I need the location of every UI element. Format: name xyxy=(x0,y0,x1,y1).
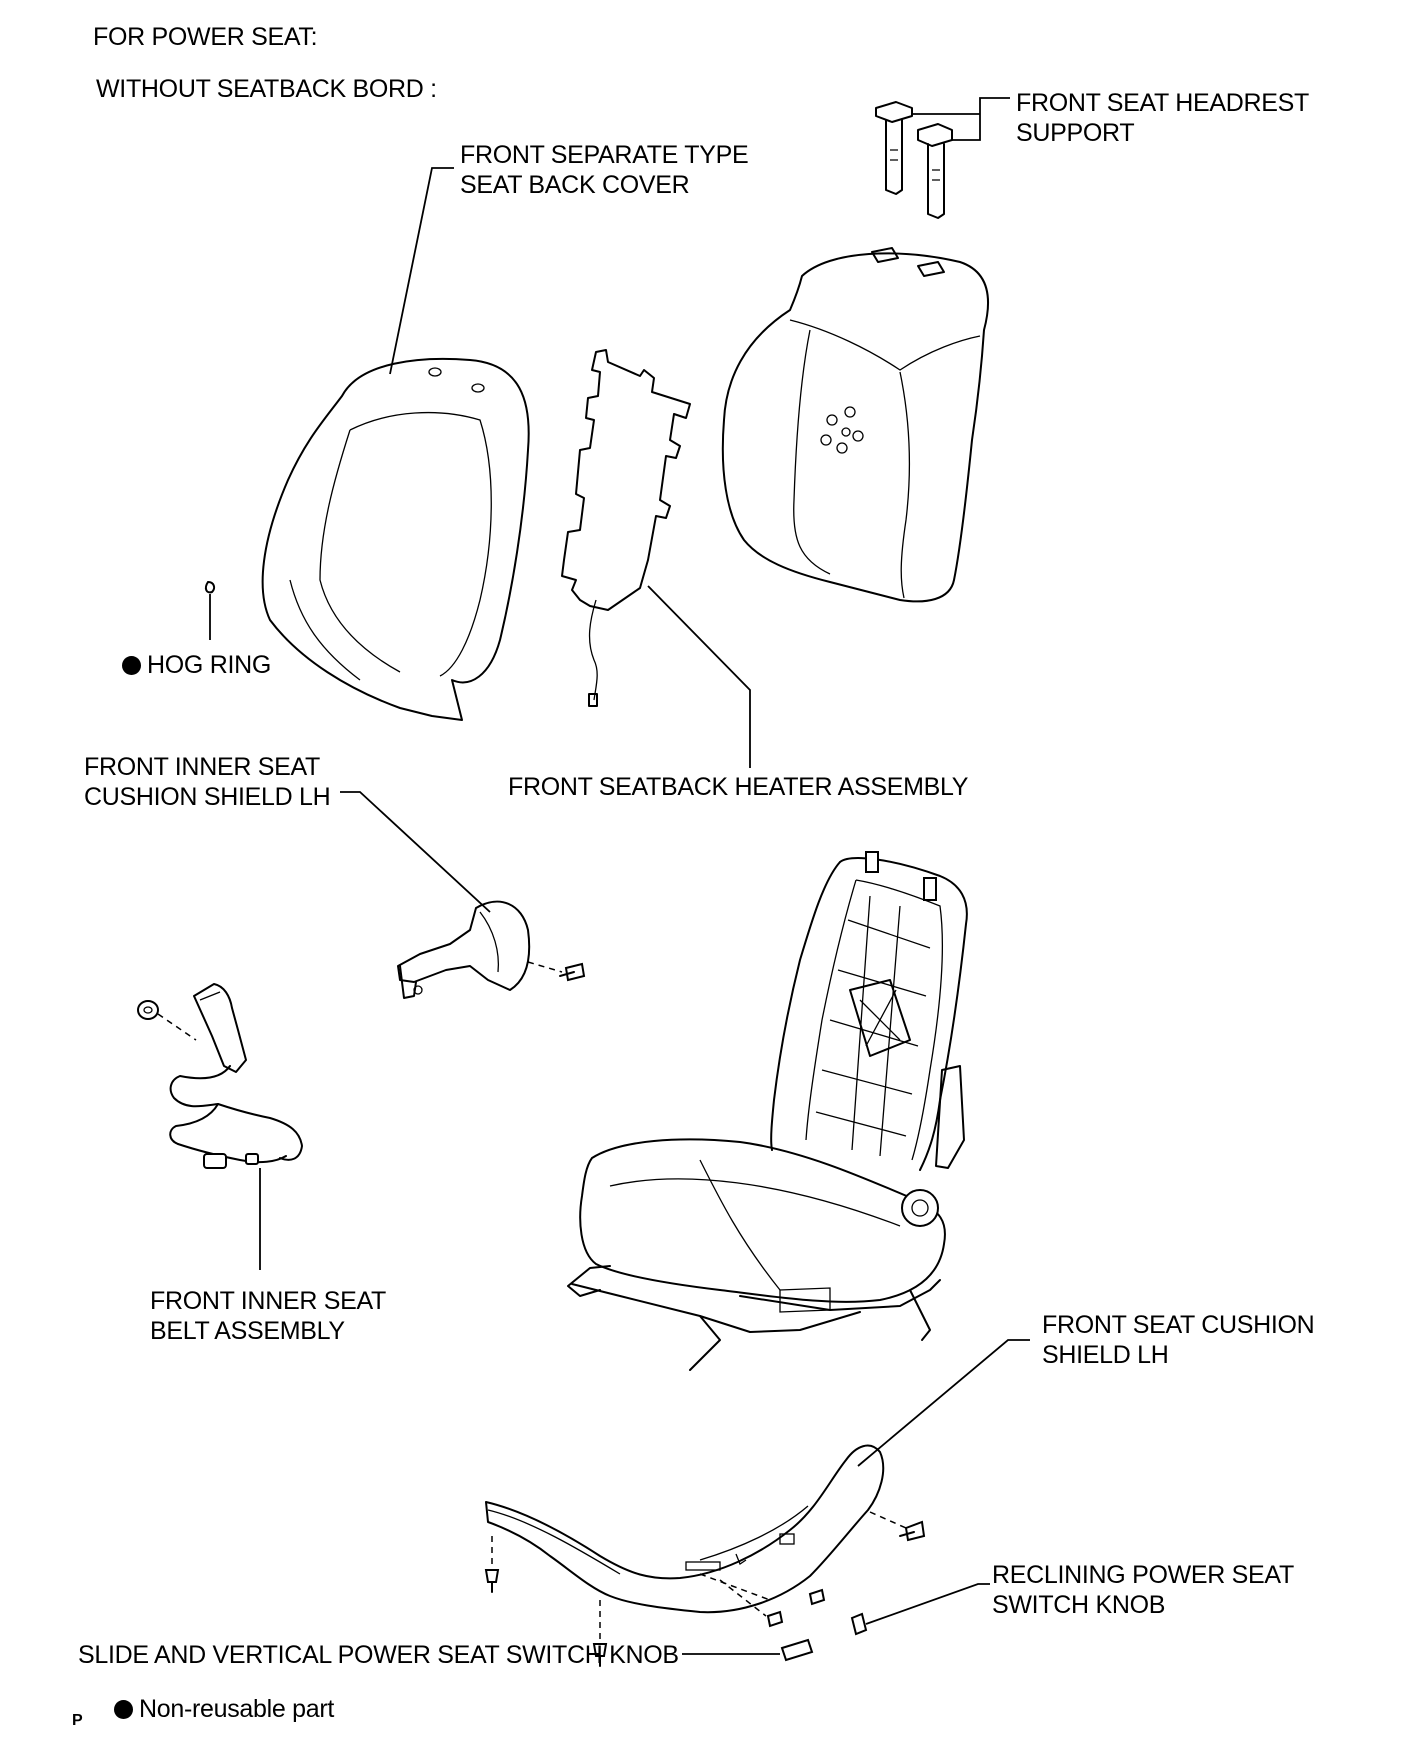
label-slide-knob: SLIDE AND VERTICAL POWER SEAT SWITCH KNO… xyxy=(78,1641,679,1669)
seat-back-cover-drawing xyxy=(261,357,530,721)
reclining-knob-leader xyxy=(865,1583,990,1625)
back-cover-leader xyxy=(389,167,454,375)
belt-nut-dash xyxy=(157,1013,197,1041)
shield-screw-5 xyxy=(899,1520,926,1542)
label-cushion-shield-2: SHIELD LH xyxy=(1042,1341,1169,1369)
label-back-cover-1: FRONT SEPARATE TYPE xyxy=(460,141,749,169)
non-reusable-legend-icon xyxy=(114,1700,133,1719)
shield-screw-dash-5 xyxy=(869,1511,907,1529)
label-hog-ring-text: HOG RING xyxy=(147,651,271,679)
shield-screw-2 xyxy=(592,1643,608,1667)
label-cushion-shield-1: FRONT SEAT CUSHION xyxy=(1042,1311,1315,1339)
inner-shield-screw xyxy=(559,962,586,982)
label-inner-belt-1: FRONT INNER SEAT xyxy=(150,1287,386,1315)
label-hog-ring: HOG RING xyxy=(122,650,271,680)
label-heater-assembly: FRONT SEATBACK HEATER ASSEMBLY xyxy=(508,773,969,801)
shield-screw-dash-4 xyxy=(719,1579,767,1617)
label-back-cover-2: SEAT BACK COVER xyxy=(460,171,690,199)
header-line-1: FOR POWER SEAT: xyxy=(93,23,318,51)
headrest-support-drawing xyxy=(875,101,953,219)
non-reusable-mark-icon xyxy=(122,656,141,675)
reclining-knob-drawing xyxy=(850,1612,868,1636)
cushion-shield-drawing xyxy=(485,1444,885,1614)
seatback-pad-drawing xyxy=(721,247,990,603)
inner-seat-belt-drawing xyxy=(137,983,303,1169)
cushion-shield-leader xyxy=(857,1339,1030,1467)
slide-knob-drawing xyxy=(780,1638,814,1662)
inner-shield-screw-dash xyxy=(527,961,563,973)
headrest-leader xyxy=(912,97,1010,141)
heater-leader xyxy=(647,585,751,768)
shield-screw-4 xyxy=(766,1610,784,1628)
hog-ring-drawing xyxy=(204,581,216,594)
label-reclining-knob-2: SWITCH KNOB xyxy=(992,1591,1166,1619)
label-inner-shield-1: FRONT INNER SEAT xyxy=(84,753,320,781)
heater-assembly-drawing xyxy=(561,349,691,707)
label-reclining-knob-1: RECLINING POWER SEAT xyxy=(992,1561,1294,1589)
header-line-2: WITHOUT SEATBACK BORD : xyxy=(96,75,437,103)
label-headrest-support-1: FRONT SEAT HEADREST xyxy=(1016,89,1309,117)
inner-cushion-shield-drawing xyxy=(397,900,531,999)
inner-shield-leader xyxy=(340,791,491,913)
legend-non-reusable-text: Non-reusable part xyxy=(139,1695,335,1723)
label-inner-belt-2: BELT ASSEMBLY xyxy=(150,1317,345,1345)
shield-screw-dash-3 xyxy=(699,1573,771,1601)
seat-frame-drawing xyxy=(567,851,968,1371)
footer-code: P xyxy=(72,1712,83,1729)
legend-non-reusable: Non-reusable part xyxy=(114,1694,334,1724)
shield-screw-3 xyxy=(808,1588,826,1606)
label-headrest-support-2: SUPPORT xyxy=(1016,119,1135,147)
shield-screw-1 xyxy=(484,1569,500,1593)
label-inner-shield-2: CUSHION SHIELD LH xyxy=(84,783,331,811)
